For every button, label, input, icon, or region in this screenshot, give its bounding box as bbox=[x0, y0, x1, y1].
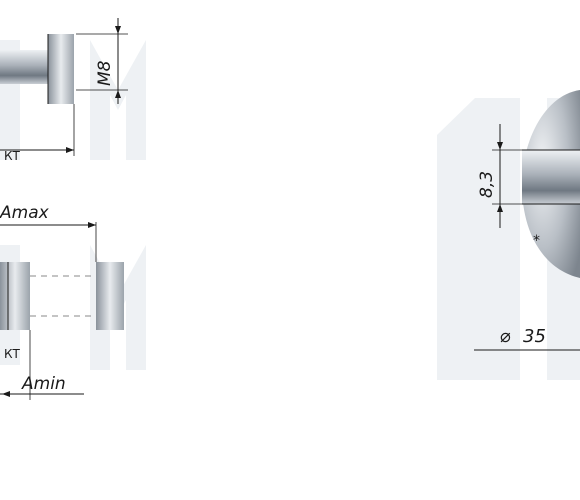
disc-view: * bbox=[522, 90, 580, 278]
m8-dimension: M8 bbox=[76, 18, 128, 104]
assembly-nut bbox=[96, 262, 124, 330]
amax-dimension: Amax bbox=[0, 203, 97, 262]
assembly-view bbox=[0, 262, 124, 330]
amin-dimension: Amin bbox=[0, 330, 84, 400]
h8-3-dimension: 8,3 bbox=[477, 124, 530, 228]
amax-label: Amax bbox=[0, 203, 50, 223]
bolt-shank bbox=[0, 50, 48, 84]
assembly-left-body bbox=[0, 262, 30, 330]
d35-label: 35 bbox=[523, 326, 546, 347]
diameter-symbol: ⌀ bbox=[500, 326, 511, 347]
watermark-text-2: КТ bbox=[4, 347, 21, 361]
top-length-dimension bbox=[0, 104, 75, 156]
d35-dimension: ⌀ 35 bbox=[474, 326, 580, 351]
asterisk-mark: * bbox=[533, 233, 540, 249]
m8-label: M8 bbox=[95, 60, 115, 86]
h8-3-label: 8,3 bbox=[477, 171, 497, 198]
disc-slot bbox=[522, 150, 580, 204]
amin-label: Amin bbox=[21, 374, 66, 394]
watermark-text-1: КТ bbox=[4, 149, 21, 163]
bolt-side-view bbox=[0, 34, 74, 104]
bolt-nut bbox=[48, 34, 74, 104]
